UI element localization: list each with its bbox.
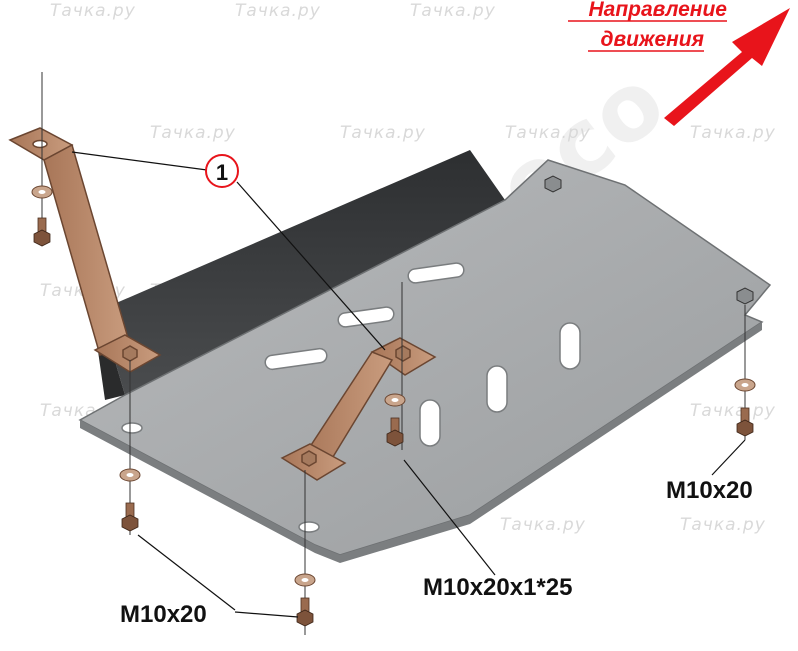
callout-circle [205, 154, 239, 188]
direction-label-line2: движения [600, 28, 704, 51]
washer-hole [391, 398, 399, 402]
nut [301, 450, 317, 467]
watermark-text: Тачка.ру [680, 515, 766, 535]
fastener-leader [234, 611, 299, 618]
callout-number: 1 [216, 160, 228, 185]
callout-leader [71, 151, 208, 171]
watermark-text: Тачка.ру [150, 123, 236, 143]
callout-1: 1 [205, 154, 239, 188]
slot [486, 365, 508, 413]
fastener-label-center: M10x20x1*25 [423, 574, 572, 601]
bolt-head [121, 514, 139, 532]
washer-hole [126, 473, 134, 477]
watermark-text: Тачка.ру [340, 123, 426, 143]
washer-hole [301, 578, 309, 582]
left-bracket-arm [43, 143, 131, 356]
fasteners [31, 185, 756, 627]
fastener-leader [137, 534, 236, 611]
mount-hole [298, 521, 320, 533]
watermark-text: Тачка.ру [505, 123, 591, 143]
callout-leader [236, 181, 386, 351]
watermark-text: Тачка.ру [410, 1, 496, 21]
watermark-text: Тачка.ру [690, 401, 776, 421]
watermark-text: Тачка.ру [690, 123, 776, 143]
nut [736, 287, 754, 305]
leader-lines [71, 151, 746, 618]
bracket-hole [32, 139, 48, 149]
bolt-head [736, 419, 754, 437]
slot [407, 262, 465, 284]
bolt-head [296, 609, 314, 627]
direction-arrow [664, 8, 790, 126]
mount-hole [121, 422, 143, 434]
direction-label-line1: Направление [588, 0, 727, 21]
watermark-text: Тачка.ру [235, 1, 321, 21]
plate-back-wall [100, 150, 505, 395]
plate-nuts [544, 175, 754, 305]
watermark-text: Тачка.ру [500, 515, 586, 535]
nut [544, 175, 562, 193]
watermark-text: Тачка.ру [50, 1, 136, 21]
washer-hole [741, 383, 749, 387]
nut [122, 345, 138, 362]
slot [419, 399, 441, 447]
fastener-leader [403, 459, 496, 576]
fastener-label-left: M10x20 [120, 601, 207, 628]
slot [559, 322, 581, 370]
left-bracket [8, 127, 162, 373]
bolt-head [33, 229, 51, 247]
direction-indicator: Направление движения [568, 0, 790, 126]
washer-hole [38, 190, 46, 194]
fastener-label-right: M10x20 [666, 477, 753, 504]
slot [264, 347, 328, 371]
bolt-head [386, 429, 404, 447]
fastener-leader [711, 439, 746, 476]
nut [395, 345, 411, 362]
